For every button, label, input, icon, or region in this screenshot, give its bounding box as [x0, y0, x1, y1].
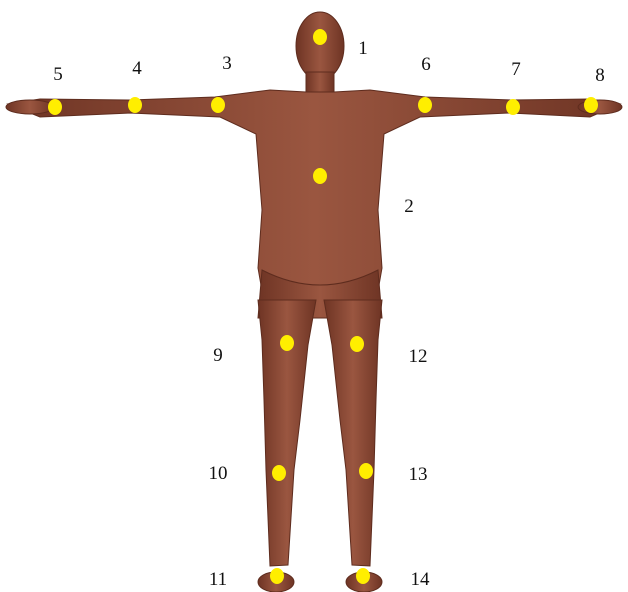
joint-label-9: 9 [213, 345, 223, 366]
joint-marker-3 [211, 97, 225, 113]
joint-label-12: 12 [409, 346, 428, 367]
joint-marker-14 [356, 568, 370, 584]
joint-marker-6 [418, 97, 432, 113]
joint-marker-9 [280, 335, 294, 351]
joint-label-2: 2 [404, 196, 414, 217]
joint-marker-13 [359, 463, 373, 479]
left-hand-shape [6, 100, 54, 114]
joint-label-6: 6 [421, 54, 431, 75]
joint-label-13: 13 [409, 464, 428, 485]
joint-marker-1 [313, 29, 327, 45]
joint-marker-11 [270, 568, 284, 584]
joint-marker-4 [128, 97, 142, 113]
joint-marker-12 [350, 336, 364, 352]
joint-marker-2 [313, 168, 327, 184]
head-shape [296, 12, 344, 80]
joint-label-11: 11 [209, 569, 227, 590]
joint-label-3: 3 [222, 53, 232, 74]
joint-marker-7 [506, 99, 520, 115]
torso-arms-shape [8, 90, 620, 308]
joint-label-14: 14 [411, 569, 431, 590]
joint-label-7: 7 [511, 59, 521, 80]
joint-label-8: 8 [595, 65, 605, 86]
joint-marker-10 [272, 465, 286, 481]
joint-label-1: 1 [358, 38, 368, 59]
body-silhouette [6, 12, 622, 592]
joint-marker-5 [48, 99, 62, 115]
joint-marker-8 [584, 97, 598, 113]
joint-label-4: 4 [132, 58, 142, 79]
joint-label-10: 10 [209, 463, 228, 484]
joint-label-5: 5 [53, 64, 63, 85]
